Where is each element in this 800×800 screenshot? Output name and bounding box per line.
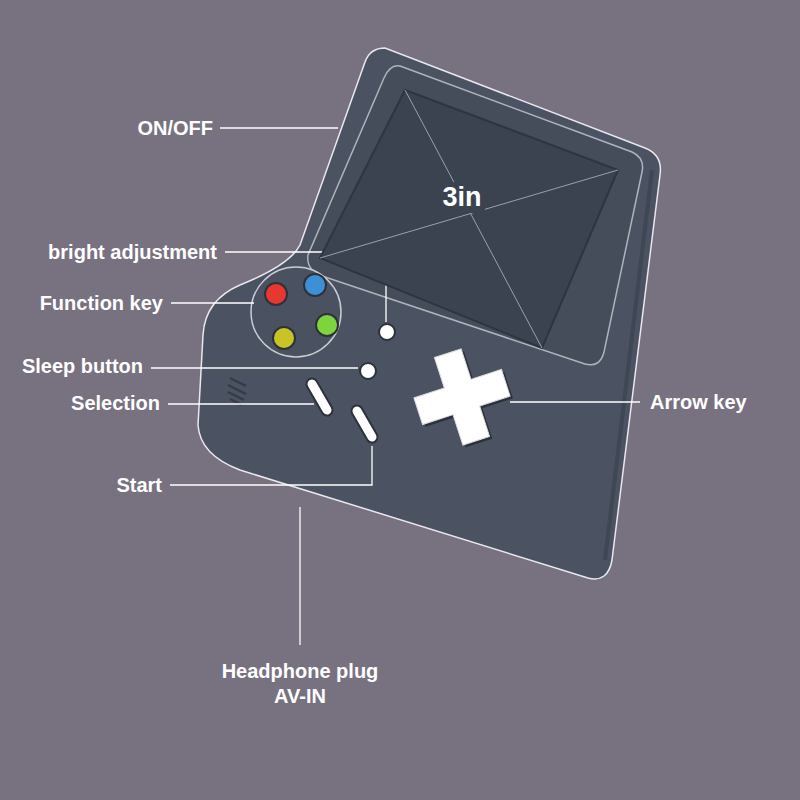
- screen-shape: [318, 85, 620, 355]
- select-button: [312, 384, 327, 410]
- select-button-top: [312, 384, 327, 410]
- green-button: [316, 314, 338, 336]
- sleep-button: [360, 363, 376, 379]
- screen-diagonal: [320, 170, 618, 258]
- console-body: [198, 48, 660, 579]
- start-button-top: [357, 411, 372, 437]
- speaker-grille: [228, 378, 246, 405]
- screen-diagonal: [405, 90, 542, 348]
- part-label: Sleep button: [22, 354, 143, 379]
- screen-area: 3in: [318, 85, 620, 355]
- arrow-key-pad: [404, 338, 523, 457]
- part-label: Function key: [40, 291, 163, 316]
- part-label: Selection: [71, 391, 160, 416]
- blue-button: [304, 274, 326, 296]
- yellow-button: [273, 327, 295, 349]
- screen-size-label: 3in: [439, 182, 484, 213]
- part-label: ON/OFF: [137, 116, 213, 141]
- function-key-ring: [251, 267, 341, 357]
- screen-bezel: [308, 66, 643, 365]
- part-label: bright adjustment: [48, 240, 217, 265]
- part-label: Arrow key: [650, 390, 747, 415]
- start-button: [357, 411, 372, 437]
- bright-button: [379, 324, 395, 340]
- screen-panel: [320, 90, 618, 348]
- part-label: Headphone plug AV-IN: [213, 659, 388, 709]
- part-label: Start: [116, 473, 162, 498]
- red-button: [265, 283, 287, 305]
